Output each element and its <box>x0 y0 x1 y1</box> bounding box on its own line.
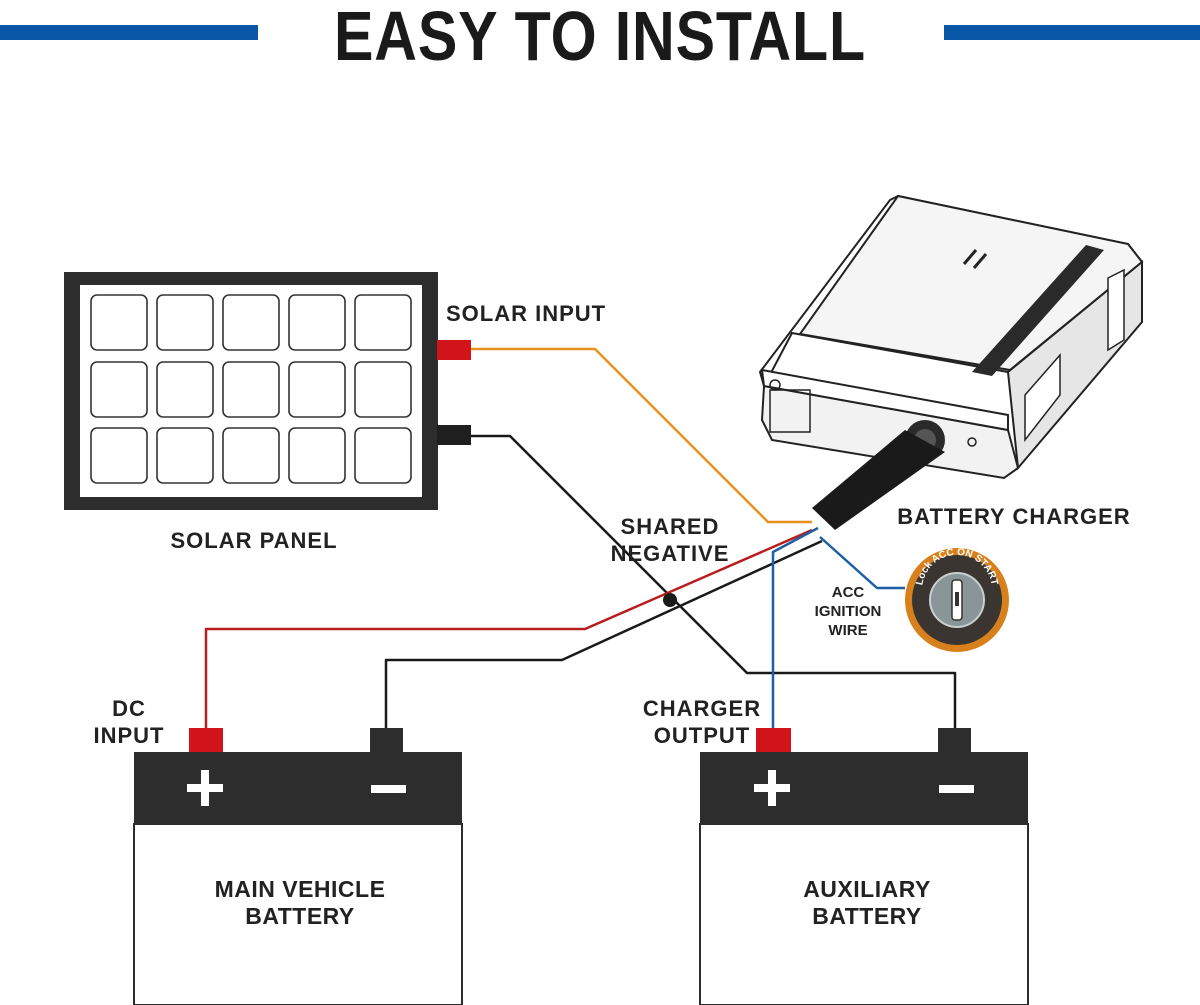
solar-panel <box>64 272 438 510</box>
acc-label-line2: IGNITION <box>815 603 882 620</box>
title-bar-left <box>0 25 258 40</box>
dc-input-wire <box>204 528 813 728</box>
solar-panel-label: SOLAR PANEL <box>170 528 337 553</box>
aux-minus-sign <box>939 785 974 793</box>
solar-negative-terminal <box>437 425 471 445</box>
dc-input-label-line2: INPUT <box>94 723 165 748</box>
solar-input-label: SOLAR INPUT <box>446 301 606 326</box>
aux-battery-label-line2: BATTERY <box>812 903 922 929</box>
battery-charger <box>758 194 1144 530</box>
charger-cable <box>812 430 945 530</box>
solar-panel-cells <box>90 294 412 484</box>
solar-positive-wire <box>471 347 812 524</box>
main-battery-label-line2: BATTERY <box>245 903 355 929</box>
wires <box>204 347 957 728</box>
auxiliary-battery: AUXILIARY BATTERY <box>699 728 1029 1005</box>
shared-negative-junction <box>663 593 677 607</box>
acc-ignition-wire <box>819 536 905 590</box>
main-minus-sign <box>371 785 406 793</box>
shared-negative-label-line2: NEGATIVE <box>611 541 730 566</box>
charger-output-label-line1: CHARGER <box>643 696 761 721</box>
acc-label-line1: ACC <box>832 584 865 601</box>
main-negative-wire <box>384 539 823 728</box>
aux-positive-terminal <box>756 728 791 752</box>
battery-charger-label: BATTERY CHARGER <box>897 504 1130 529</box>
charger-output-label-line2: OUTPUT <box>654 723 750 748</box>
main-vehicle-battery: MAIN VEHICLE BATTERY <box>133 728 463 1005</box>
dc-input-label-line1: DC <box>112 696 146 721</box>
solar-negative-wire <box>471 434 957 728</box>
aux-negative-terminal <box>938 728 971 752</box>
main-positive-terminal <box>189 728 223 752</box>
acc-label-line3: WIRE <box>828 622 867 639</box>
page-title: EASY TO INSTALL <box>334 0 866 75</box>
title-bar-right <box>944 25 1200 40</box>
main-battery-label-line1: MAIN VEHICLE <box>215 876 386 902</box>
main-negative-terminal <box>370 728 403 752</box>
solar-positive-terminal <box>437 340 471 360</box>
aux-battery-label-line1: AUXILIARY <box>803 876 931 902</box>
shared-negative-label-line1: SHARED <box>621 514 720 539</box>
charger-output-wire <box>771 526 819 728</box>
ignition-switch-icon: Lock ACC ON START <box>905 547 1009 652</box>
